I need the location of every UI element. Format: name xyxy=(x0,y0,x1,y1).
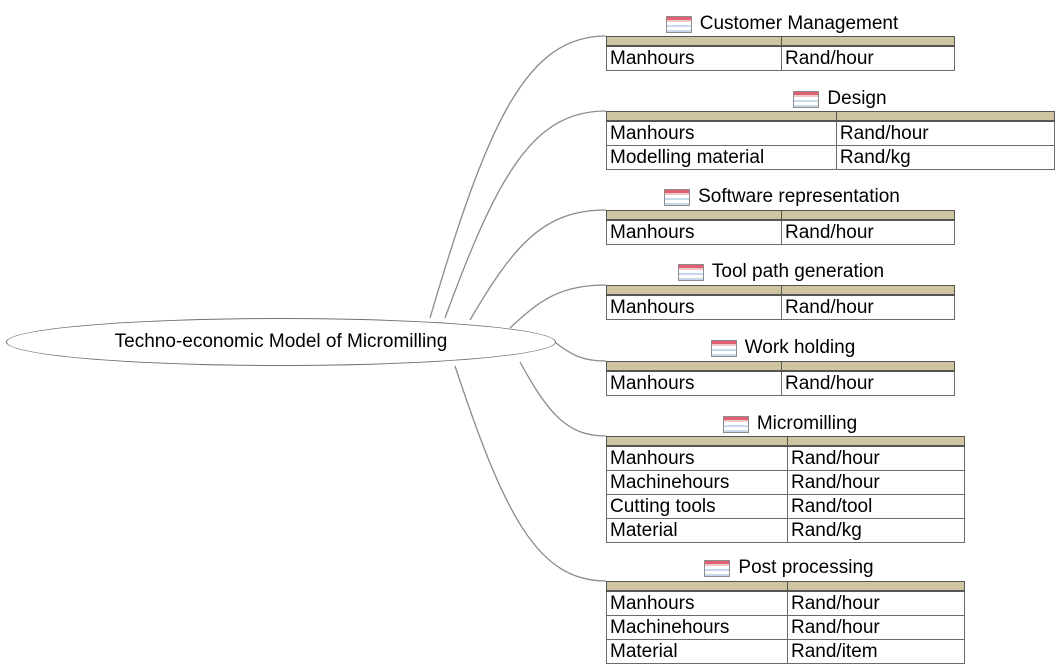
table-header xyxy=(606,210,955,221)
table-icon xyxy=(665,15,692,33)
table-header-cell xyxy=(787,436,965,447)
attribute-unit-cell[interactable]: Rand/hour xyxy=(781,219,955,245)
root-node[interactable]: Techno-economic Model of Micromilling xyxy=(6,318,556,366)
attribute-unit-cell[interactable]: Rand/hour xyxy=(787,615,965,640)
table-header xyxy=(606,285,955,296)
node-title-7[interactable]: Post processing xyxy=(668,556,910,580)
table-icon xyxy=(704,559,731,577)
node-title-label: Design xyxy=(827,88,887,109)
attribute-name-cell[interactable]: Machinehours xyxy=(606,615,788,640)
attribute-unit-cell[interactable]: Rand/kg xyxy=(787,518,965,543)
table-header-cell xyxy=(781,210,955,221)
root-node-label: Techno-economic Model of Micromilling xyxy=(114,331,448,352)
table-header xyxy=(606,581,965,592)
table-header-cell xyxy=(606,436,788,447)
attribute-unit-cell[interactable]: Rand/item xyxy=(787,639,965,664)
connector-line-7 xyxy=(454,365,607,582)
table-header-cell xyxy=(606,210,782,221)
node-title-2[interactable]: Design xyxy=(770,87,910,111)
attribute-unit-cell[interactable]: Rand/hour xyxy=(787,445,965,471)
table-header xyxy=(606,361,955,372)
table-header-cell xyxy=(606,581,788,592)
attribute-unit-cell[interactable]: Rand/kg xyxy=(835,145,1055,170)
connector-line-6 xyxy=(519,361,607,437)
attribute-name-cell[interactable]: Material xyxy=(606,639,788,664)
table-icon xyxy=(793,90,820,108)
connector-line-2 xyxy=(444,110,607,319)
attribute-name-cell[interactable]: Modelling material xyxy=(606,145,837,170)
table-header-cell xyxy=(781,36,955,47)
attribute-name-cell[interactable]: Cutting tools xyxy=(606,494,788,519)
attribute-name-cell[interactable]: Manhours xyxy=(606,590,788,616)
table-header-cell xyxy=(606,285,782,296)
table-header-cell xyxy=(835,111,1055,122)
attribute-unit-cell[interactable]: Rand/tool xyxy=(787,494,965,519)
table-header xyxy=(606,436,965,447)
table-icon xyxy=(710,339,737,357)
node-title-5[interactable]: Work holding xyxy=(676,336,890,360)
table-header xyxy=(606,111,1055,122)
attribute-name-cell[interactable]: Material xyxy=(606,518,788,543)
connector-line-3 xyxy=(469,209,607,321)
node-title-label: Software representation xyxy=(698,186,900,207)
table-header-cell xyxy=(606,111,837,122)
table-header-cell xyxy=(787,581,965,592)
attribute-name-cell[interactable]: Machinehours xyxy=(606,470,788,495)
connector-line-1 xyxy=(429,35,607,319)
attribute-unit-cell[interactable]: Rand/hour xyxy=(787,590,965,616)
table-header xyxy=(606,36,955,47)
connector-line-4 xyxy=(509,284,607,329)
attribute-name-cell[interactable]: Manhours xyxy=(606,370,782,396)
table-header-cell xyxy=(606,36,782,47)
table-icon xyxy=(677,263,704,281)
attribute-unit-cell[interactable]: Rand/hour xyxy=(835,120,1055,146)
attribute-unit-cell[interactable]: Rand/hour xyxy=(781,45,955,71)
node-title-4[interactable]: Tool path generation xyxy=(630,260,932,284)
connector-line-5 xyxy=(555,342,607,362)
node-title-label: Work holding xyxy=(744,337,856,358)
node-title-label: Micromilling xyxy=(756,413,858,434)
attribute-name-cell[interactable]: Manhours xyxy=(606,45,782,71)
node-title-label: Customer Management xyxy=(699,13,899,34)
table-icon xyxy=(664,188,691,206)
attribute-unit-cell[interactable]: Rand/hour xyxy=(787,470,965,495)
node-title-1[interactable]: Customer Management xyxy=(614,12,950,36)
table-header-cell xyxy=(781,361,955,372)
attribute-name-cell[interactable]: Manhours xyxy=(606,294,782,320)
attribute-name-cell[interactable]: Manhours xyxy=(606,445,788,471)
table-icon xyxy=(722,415,749,433)
attribute-name-cell[interactable]: Manhours xyxy=(606,120,837,146)
attribute-name-cell[interactable]: Manhours xyxy=(606,219,782,245)
table-header-cell xyxy=(781,285,955,296)
node-title-label: Post processing xyxy=(738,557,874,578)
attribute-unit-cell[interactable]: Rand/hour xyxy=(781,370,955,396)
table-header-cell xyxy=(606,361,782,372)
node-title-6[interactable]: Micromilling xyxy=(690,412,890,436)
node-title-label: Tool path generation xyxy=(711,261,885,282)
attribute-unit-cell[interactable]: Rand/hour xyxy=(781,294,955,320)
node-title-3[interactable]: Software representation xyxy=(614,185,950,209)
